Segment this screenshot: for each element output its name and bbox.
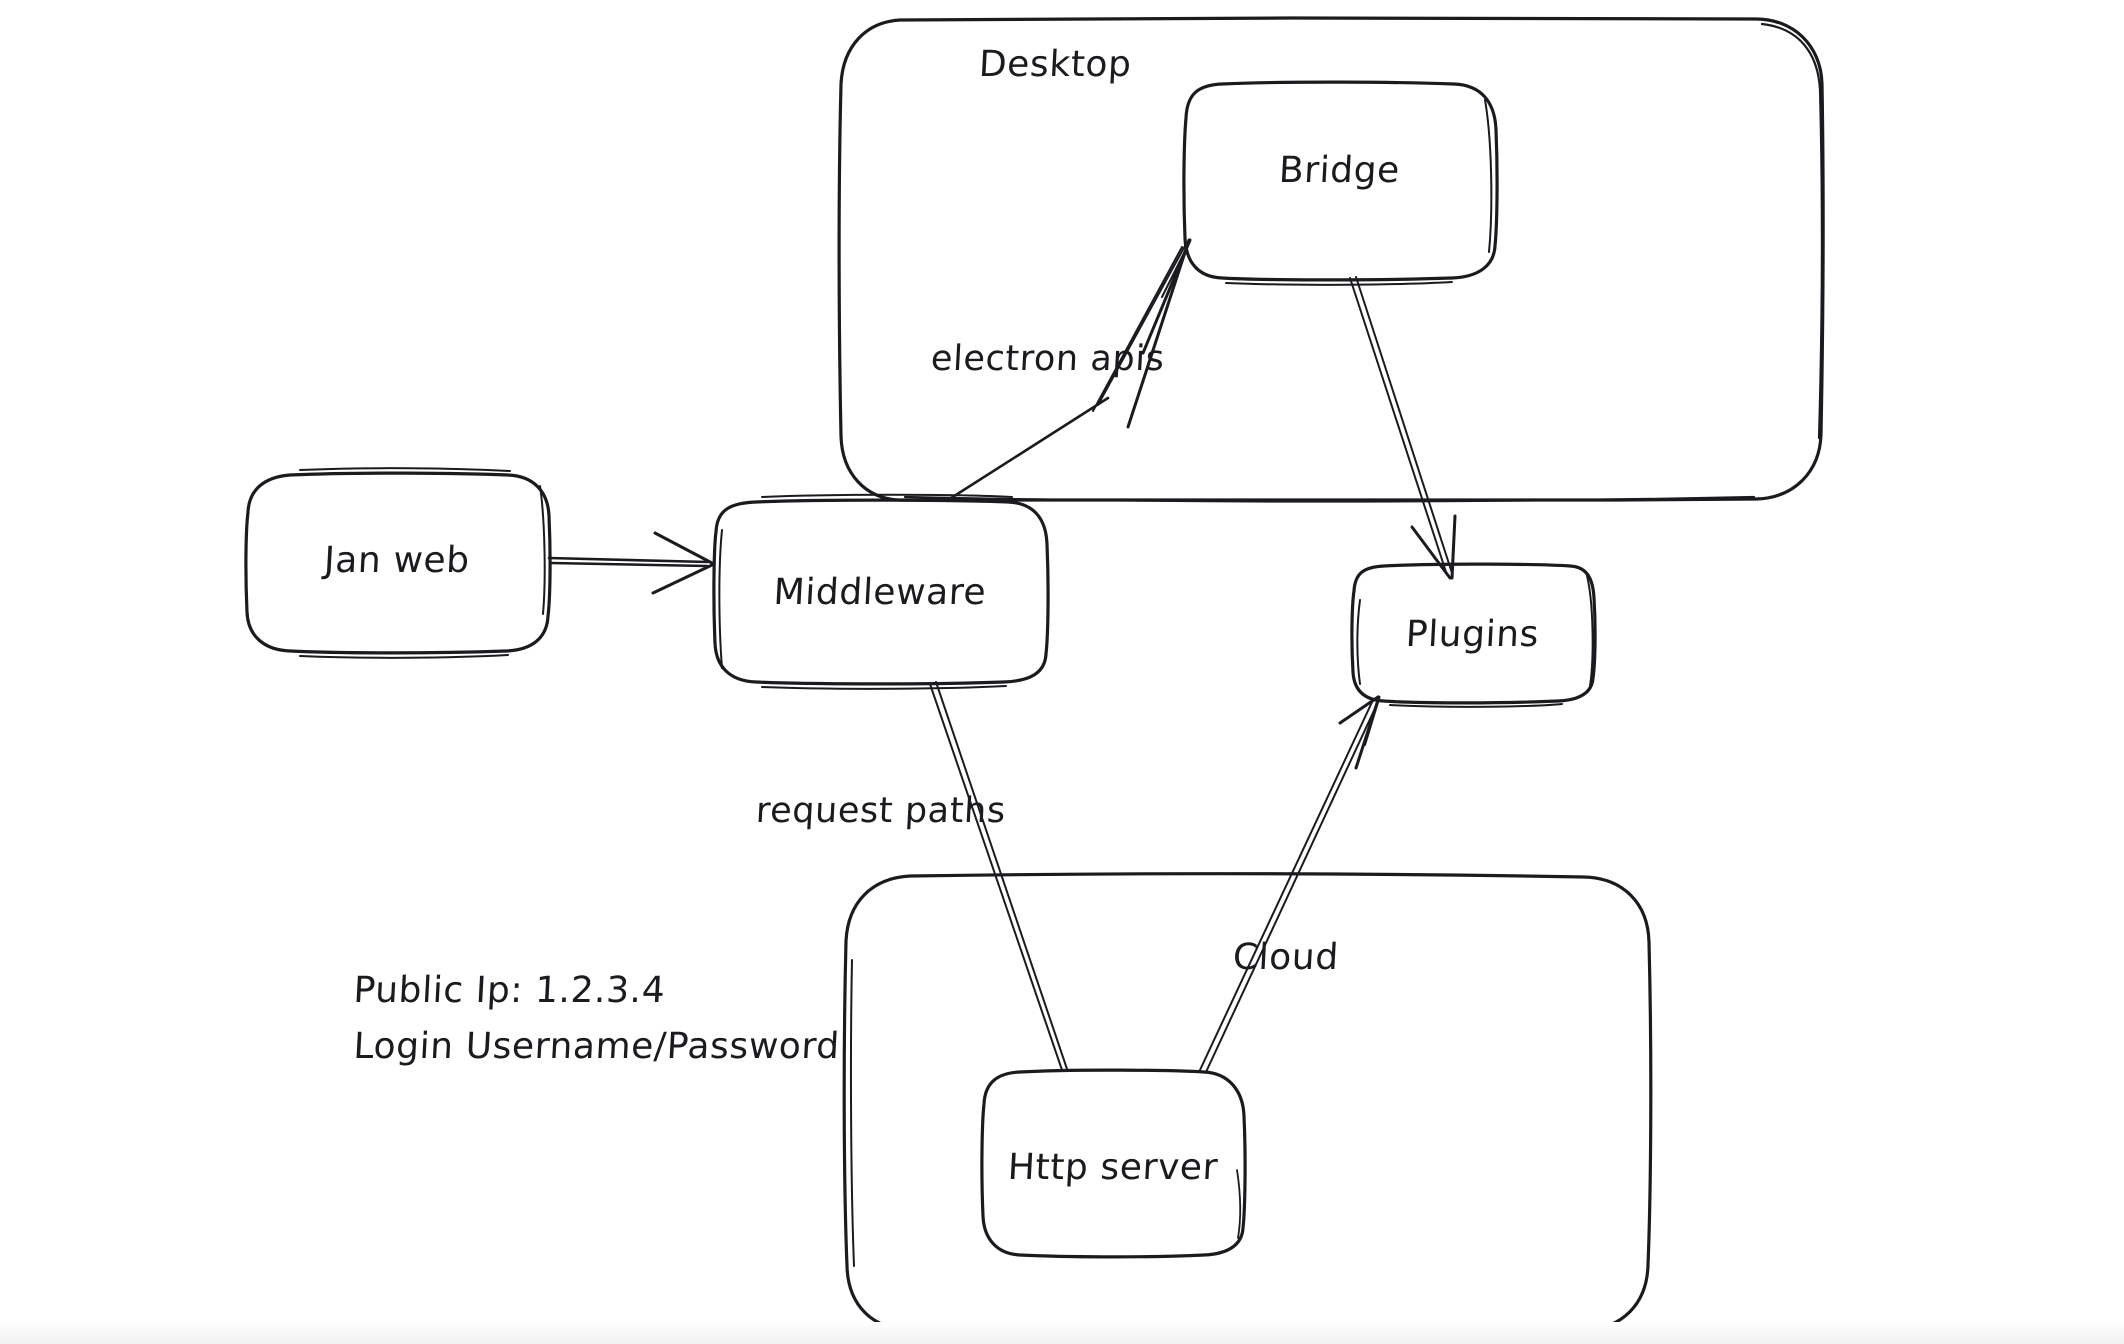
cloud-container-label: Cloud [1231,937,1340,978]
middleware-label: Middleware [772,572,988,613]
plugins-label: Plugins [1404,614,1541,655]
edge-bridge-to-plugins[interactable] [1349,276,1457,580]
edge-label-request-paths: request paths [754,791,1007,831]
edge-middleware-to-http-server[interactable] [929,681,1068,1071]
jan-web-box[interactable] [244,467,552,659]
plugins-box[interactable] [1350,562,1597,708]
bridge-box[interactable] [1182,80,1499,286]
desktop-container-label: Desktop [977,44,1133,85]
http-server-box[interactable] [980,1068,1247,1259]
jan-web-label: Jan web [323,540,471,581]
note-public-ip: Public Ip: 1.2.3.4 [352,970,667,1011]
http-server-label: Http server [1006,1147,1220,1188]
edge-http-server-to-plugins[interactable] [1199,695,1381,1073]
edge-jan-web-to-middleware[interactable] [547,531,714,595]
bottom-band [0,1322,2124,1344]
bridge-label: Bridge [1277,150,1401,191]
note-login: Login Username/Password [352,1026,841,1067]
desktop-container[interactable] [837,16,1825,503]
edge-middleware-to-bridge[interactable] [946,238,1192,502]
middleware-box[interactable] [712,493,1050,690]
edge-label-electron-apis: electron apis [929,339,1166,379]
